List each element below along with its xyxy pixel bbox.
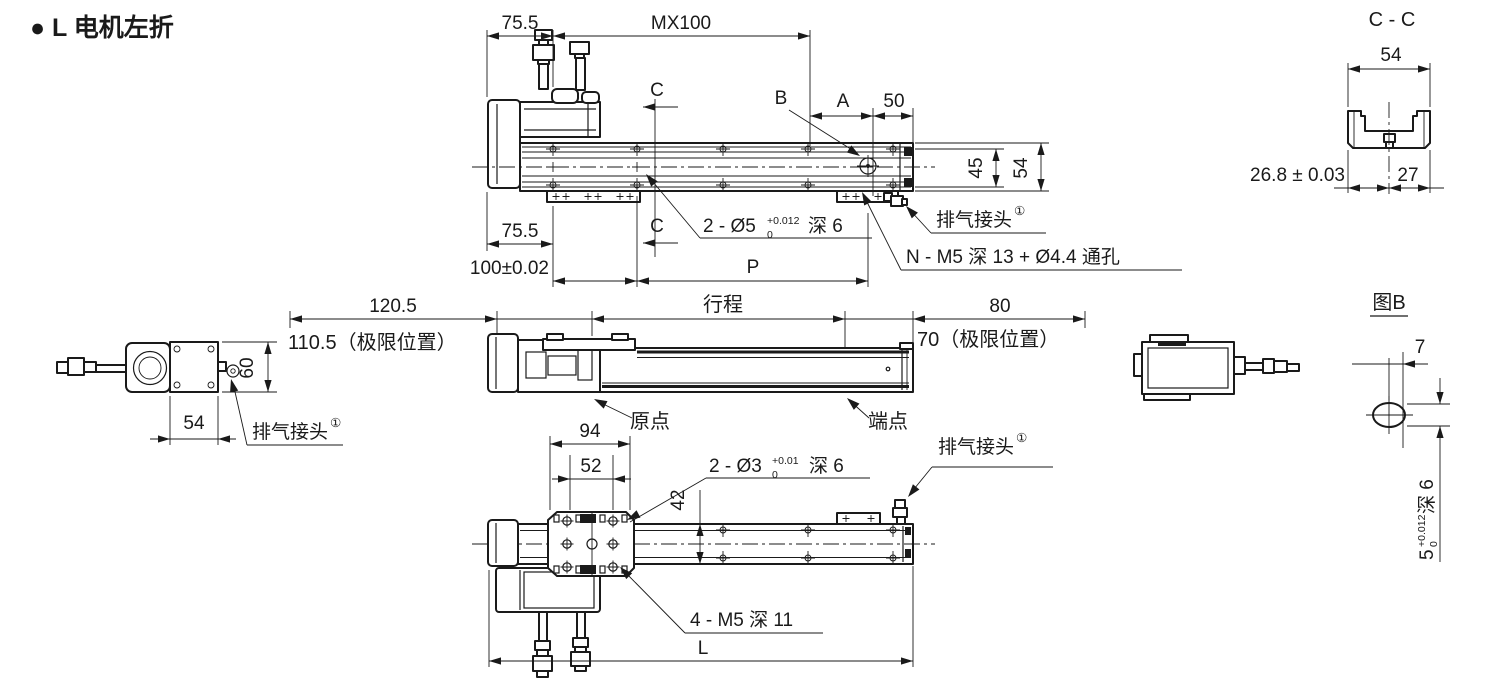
motor-cables-bottom xyxy=(532,611,591,678)
dim-94: 94 xyxy=(579,421,601,442)
dim-7: 7 xyxy=(1415,337,1426,358)
pin-hole-tol-sup-bottom: +0.01 xyxy=(772,455,799,467)
exhaust-fitting-top xyxy=(883,192,908,207)
label-b: B xyxy=(775,88,788,109)
exhaust-note-bottom: ① xyxy=(1016,431,1027,445)
section-cc: C - C 54 26.8 ± 0.03 27 xyxy=(1250,9,1444,194)
dim-54-top-view: 54 xyxy=(1011,157,1032,179)
dim-80: 80 xyxy=(989,296,1010,317)
dim-100: 100±0.02 xyxy=(470,258,549,279)
front-view: 原点 端点 xyxy=(487,333,914,433)
detail-b-depth: 深 6 xyxy=(1416,479,1438,514)
detail-b-tol-sub: 0 xyxy=(1428,541,1440,547)
end-point-label: 端点 xyxy=(868,410,908,433)
pin-hole-label-bottom: 2 - Ø3 xyxy=(709,456,762,477)
exhaust-note-top: ① xyxy=(1014,204,1025,218)
exhaust-note-left: ① xyxy=(330,416,341,430)
pin-hole-label: 2 - Ø5 xyxy=(703,216,756,237)
left-side-view: 60 54 排气接头 ① xyxy=(56,341,343,446)
dim-a: A xyxy=(837,91,850,112)
pin-hole-depth-bottom: 深 6 xyxy=(809,455,844,477)
bottom-view: 94 52 42 2 - Ø3 +0.01 0 深 6 排气接头 ① 4 - M… xyxy=(472,421,1053,678)
mount-hole-label: N - M5 深 13 + Ø4.4 通孔 xyxy=(906,246,1120,268)
section-c-top: C xyxy=(650,80,664,101)
dim-42: 42 xyxy=(668,489,689,510)
page-title: ● L 电机左折 xyxy=(30,14,174,42)
exhaust-label-bottom: 排气接头 xyxy=(938,436,1014,458)
dim-54-section: 54 xyxy=(1380,45,1402,66)
dim-p: P xyxy=(747,257,760,278)
dim-26-8: 26.8 ± 0.03 xyxy=(1250,165,1345,186)
section-cc-title: C - C xyxy=(1369,9,1416,31)
pin-hole-depth: 深 6 xyxy=(808,215,843,237)
right-side-view xyxy=(1133,334,1300,401)
limit-left-label: 110.5（极限位置） xyxy=(288,331,457,354)
pin-hole-tol-sub: 0 xyxy=(767,229,773,241)
dim-75-5-bottom: 75.5 xyxy=(502,221,539,242)
pin-hole-tol-sub-bottom: 0 xyxy=(772,469,778,481)
exhaust-label-top: 排气接头 xyxy=(936,209,1012,231)
dim-52: 52 xyxy=(580,456,601,477)
limit-right-label: 70（极限位置） xyxy=(917,328,1059,351)
section-c-bottom: C xyxy=(650,216,664,237)
dim-60: 60 xyxy=(237,357,258,378)
dim-54-left-view: 54 xyxy=(183,413,205,434)
origin-label: 原点 xyxy=(630,410,670,433)
detail-b-hole-dia: 5 xyxy=(1417,549,1438,560)
stroke-label: 行程 xyxy=(703,293,743,316)
dim-mx100: MX100 xyxy=(651,13,711,34)
detail-b-title: 图B xyxy=(1372,292,1405,314)
dim-27: 27 xyxy=(1397,165,1418,186)
top-view-dimensions: 75.5 MX100 A 50 B C 45 54 75.5 C xyxy=(470,13,1182,287)
detail-b-tol-sup: +0.012 xyxy=(1416,514,1428,547)
pin-hole-tol-sup: +0.012 xyxy=(767,215,800,227)
screw-hole-label: 4 - M5 深 11 xyxy=(690,609,793,631)
dim-l: L xyxy=(698,638,709,659)
stroke-dimensions: 120.5 行程 80 110.5（极限位置） 70（极限位置） xyxy=(288,293,1086,354)
dim-45: 45 xyxy=(966,157,987,178)
dim-120-5: 120.5 xyxy=(369,296,417,317)
dim-75-5-top: 75.5 xyxy=(502,13,539,34)
detail-b: 图B 7 5 +0.012 0 深 6 xyxy=(1352,292,1450,562)
dim-50: 50 xyxy=(883,91,904,112)
exhaust-fitting-bottom xyxy=(892,499,908,525)
exhaust-label-left: 排气接头 xyxy=(252,421,328,443)
